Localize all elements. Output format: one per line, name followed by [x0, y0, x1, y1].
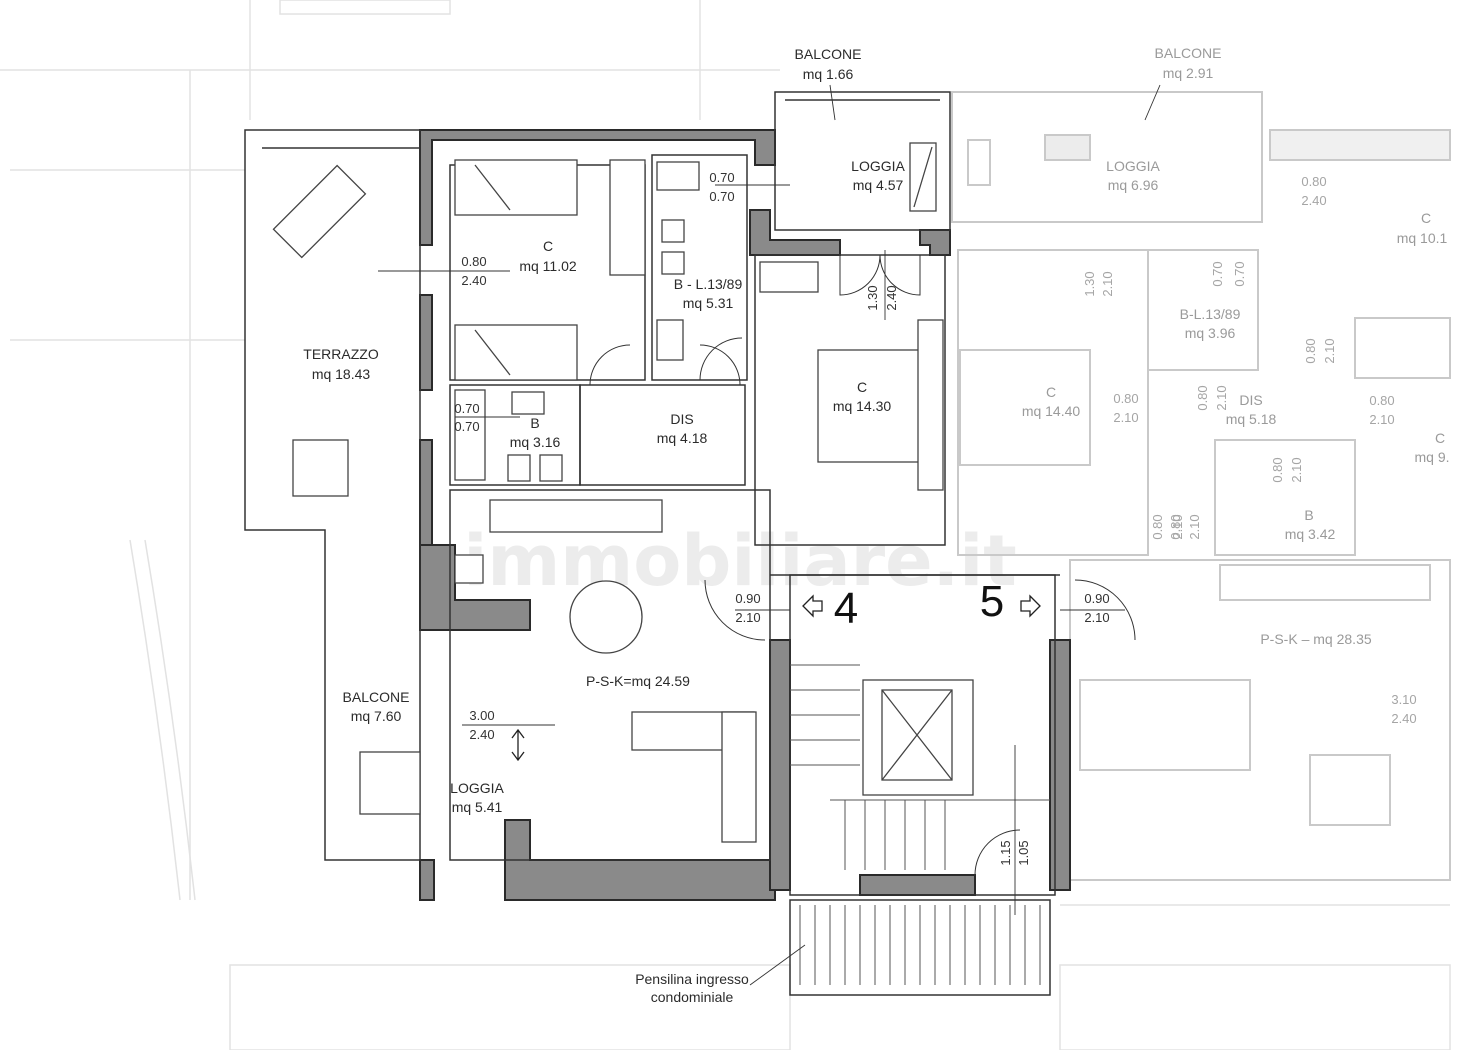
area-terrazzo: mq 18.43 [312, 366, 371, 382]
area-camera-2: mq 14.30 [833, 398, 892, 414]
annotation-line2: condominiale [651, 989, 734, 1005]
label-bagno-l13: B - L.13/89 [674, 276, 743, 292]
furniture [272, 142, 974, 843]
dim-r-c1b-h: 2.10 [1100, 271, 1115, 296]
area-balcone-top-right: mq 2.91 [1163, 65, 1214, 81]
dim-stair-h: 1.05 [1016, 840, 1031, 865]
label-camera-2: C [857, 379, 867, 395]
area-camera-1: mq 11.02 [519, 258, 577, 274]
dim-r-psk-h: 2.40 [1391, 711, 1416, 726]
label-loggia-top: LOGGIA [851, 158, 905, 174]
label-psk-name: P-S-K= [586, 673, 632, 689]
label-psk-r-area: mq 28.35 [1313, 631, 1372, 647]
unit-number-5: 5 [980, 577, 1004, 626]
dim-stair-w: 1.15 [998, 840, 1013, 865]
dim-r-bot1-h: 2.10 [1170, 514, 1185, 539]
height-arrow-icon [511, 728, 525, 762]
label-psk-r-name: P-S-K [1260, 631, 1298, 647]
dim-r-top-h: 2.40 [1301, 193, 1326, 208]
dim-b2-win-w: 0.70 [454, 401, 479, 416]
door-swings [589, 254, 1136, 876]
dim-entry4-w: 0.90 [735, 591, 760, 606]
label-camera-r1: C [1046, 384, 1056, 400]
area-bagno-r: mq 3.42 [1285, 526, 1336, 542]
dim-r-c2-h: 2.10 [1322, 338, 1337, 363]
dim-r-c1-h: 2.10 [1113, 410, 1138, 425]
arrow-left-icon [802, 594, 823, 618]
label-terrazzo: TERRAZZO [303, 346, 379, 362]
dim-entry4-h: 2.10 [735, 610, 760, 625]
arrow-right-icon [1020, 594, 1041, 618]
dim-c1-door-h: 2.40 [461, 273, 486, 288]
entry-arrows [511, 594, 1041, 762]
dim-r-bot2-w: 0.80 [1168, 514, 1183, 539]
area-bagno-l13: mq 5.31 [683, 295, 734, 311]
dim-r-b-h: 0.70 [1232, 261, 1247, 286]
area-camera-r1: mq 14.40 [1022, 403, 1081, 419]
dim-r-b2-w: 0.80 [1270, 457, 1285, 482]
dim-r-dis-w: 0.80 [1195, 385, 1210, 410]
area-loggia-top-right: mq 6.96 [1108, 177, 1159, 193]
dim-r-c3-h: 2.10 [1369, 412, 1394, 427]
area-bagno-r-l13: mq 3.96 [1185, 325, 1236, 341]
label-balcone-top-right: BALCONE [1155, 45, 1222, 61]
label-camera-r2: C [1421, 210, 1431, 226]
label-psk-area: mq 24.59 [632, 673, 691, 689]
dim-r-c1b-w: 1.30 [1082, 271, 1097, 296]
unit-number-4: 4 [834, 584, 858, 633]
annotation-line1: Pensilina ingresso [635, 971, 749, 987]
area-balcone-left: mq 7.60 [351, 708, 402, 724]
dim-r-top-w: 0.80 [1301, 174, 1326, 189]
dim-r-c3-w: 0.80 [1369, 393, 1394, 408]
label-bagno-r: B [1304, 507, 1313, 523]
dim-loggia-h: 2.40 [469, 727, 494, 742]
dim-c2-door-w: 1.30 [865, 285, 880, 310]
label-loggia-left: LOGGIA [450, 780, 504, 796]
dim-loggia-w: 3.00 [469, 708, 494, 723]
area-dis: mq 4.18 [657, 430, 708, 446]
dimensions: 0.80 2.40 0.70 0.70 0.70 0.70 1.30 2.40 … [454, 170, 1416, 866]
dim-b2-win-h: 0.70 [454, 419, 479, 434]
label-loggia-top-right: LOGGIA [1106, 158, 1160, 174]
dim-r-dis-h: 2.10 [1214, 385, 1229, 410]
leader-lines [378, 84, 1161, 986]
dim-r-bot2-h: 2.10 [1187, 514, 1202, 539]
label-bagno: B [530, 415, 539, 431]
stairs [790, 664, 1050, 985]
label-camera-r3: C [1435, 430, 1445, 446]
right-apartment [951, 91, 1451, 881]
dim-b1-win-w: 0.70 [709, 170, 734, 185]
label-camera-1: C [543, 238, 553, 254]
dim-entry5-h: 2.10 [1084, 610, 1109, 625]
label-balcone-top: BALCONE [795, 46, 862, 62]
watermark: immobiliare.it [463, 520, 1016, 602]
label-dis-r: DIS [1239, 392, 1262, 408]
area-camera-r3: mq 9. [1414, 449, 1449, 465]
label-bagno-r-l13: B-L.13/89 [1180, 306, 1241, 322]
area-loggia-top: mq 4.57 [853, 177, 904, 193]
dim-c2-door-h: 2.40 [884, 285, 899, 310]
area-balcone-top: mq 1.66 [803, 66, 854, 82]
area-loggia-left: mq 5.41 [452, 799, 503, 815]
dim-c1-door-w: 0.80 [461, 254, 486, 269]
label-balcone-left: BALCONE [343, 689, 410, 705]
room-outlines [244, 91, 1060, 996]
dim-r-bot1-w: 0.80 [1150, 514, 1165, 539]
dim-r-c1-w: 0.80 [1113, 391, 1138, 406]
dim-entry5-w: 0.90 [1084, 591, 1109, 606]
dim-r-b-w: 0.70 [1210, 261, 1225, 286]
area-camera-r2: mq 10.1 [1397, 230, 1448, 246]
dim-r-c2-w: 0.80 [1303, 338, 1318, 363]
dim-r-psk-w: 3.10 [1391, 692, 1416, 707]
label-psk: P-S-K=mq 24.59 [586, 673, 690, 689]
area-bagno: mq 3.16 [510, 434, 561, 450]
dim-b1-win-h: 0.70 [709, 189, 734, 204]
label-dis: DIS [670, 411, 693, 427]
label-psk-r: P-S-K – mq 28.35 [1260, 631, 1372, 647]
area-dis-r: mq 5.18 [1226, 411, 1277, 427]
dim-r-b2-h: 2.10 [1289, 457, 1304, 482]
